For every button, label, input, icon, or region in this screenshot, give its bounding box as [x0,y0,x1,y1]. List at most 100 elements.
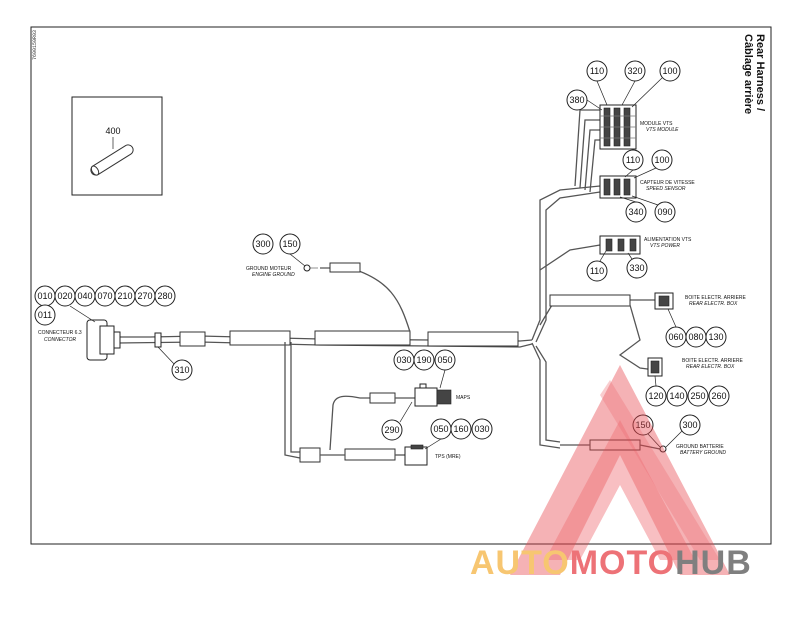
sleeve-400-icon [90,144,134,176]
svg-text:280: 280 [157,291,172,301]
module-vts-connector: MODULE VTS VTS MODULE [599,104,679,150]
svg-text:100: 100 [662,66,677,76]
connector-6-3: CONNECTEUR 6.3 CONNECTOR [38,319,121,361]
svg-text:080: 080 [688,332,703,342]
svg-text:MODULE VTS: MODULE VTS [640,121,673,127]
tps-branch-sleeve-2 [344,448,396,461]
svg-text:110: 110 [590,66,604,76]
callout-160: 160 [450,418,472,440]
connector-6-3-fr: CONNECTEUR 6.3 [38,330,82,336]
callout-210: 210 [114,285,136,307]
svg-text:BOITE ELECTR. ARRIERE: BOITE ELECTR. ARRIERE [682,358,744,364]
callouts: 010 020 040 070 210 270 280 011 310 300 … [34,60,730,450]
svg-text:340: 340 [628,207,643,217]
title-line-1: Rear Harness / [754,34,766,111]
svg-text:VTS POWER: VTS POWER [650,243,680,249]
callout-110-b: 110 [622,149,644,171]
callout-020: 020 [54,285,76,307]
svg-text:130: 130 [708,332,723,342]
trunk-sleeve-1 [179,331,206,347]
drawing-frame [30,26,772,545]
svg-text:150: 150 [282,239,297,249]
callout-400-label: 400 [105,126,120,136]
svg-text:011: 011 [38,310,52,320]
svg-text:090: 090 [657,207,672,217]
inset-frame [71,96,163,196]
svg-text:300: 300 [255,239,270,249]
callout-080: 080 [685,326,707,348]
engine-ground-ring-terminal [303,264,311,272]
svg-text:BATTERY GROUND: BATTERY GROUND [680,450,726,456]
inset-sleeve-box: 400 [71,96,163,196]
callout-340: 340 [625,201,647,223]
connector-6-3-en: CONNECTOR [44,337,77,343]
battery-ground-label: GROUND BATTERIE BATTERY GROUND [676,444,726,456]
svg-text:320: 320 [627,66,642,76]
svg-text:300: 300 [682,420,697,430]
svg-text:020: 020 [57,291,72,301]
callout-150-a: 150 [279,233,301,255]
callout-050-a: 050 [434,349,456,371]
callout-040: 040 [74,285,96,307]
watermark-text: AUTOMOTOHUB [470,544,752,582]
svg-text:330: 330 [629,263,644,273]
callout-130: 130 [705,326,727,348]
speed-sensor-connector: CAPTEUR DE VITESSE SPEED SENSOR [599,175,695,199]
main-harness [117,109,667,463]
callout-330: 330 [626,257,648,279]
svg-text:290: 290 [384,425,399,435]
svg-text:110: 110 [626,155,640,165]
svg-text:270: 270 [137,291,152,301]
svg-text:ALIMENTATION VTS: ALIMENTATION VTS [644,237,692,243]
callout-250: 250 [687,385,709,407]
engine-ground-sleeve [329,262,361,273]
callout-290: 290 [381,419,403,441]
callout-260: 260 [708,385,730,407]
callout-300-b: 300 [679,414,701,436]
maps-label: MAPS [456,395,471,401]
callout-380: 380 [566,89,588,111]
svg-text:REAR ELECTR. BOX: REAR ELECTR. BOX [689,301,738,307]
maps-sleeve [369,392,396,404]
svg-text:SPEED SENSOR: SPEED SENSOR [646,186,686,192]
callout-120: 120 [645,385,667,407]
callout-070: 070 [94,285,116,307]
svg-text:BOITE ELECTR. ARRIERE: BOITE ELECTR. ARRIERE [685,295,747,301]
callout-090: 090 [654,201,676,223]
callout-310: 310 [171,359,193,381]
svg-text:160: 160 [453,424,468,434]
svg-text:380: 380 [569,95,584,105]
callout-100-b: 100 [651,149,673,171]
callout-140: 140 [666,385,688,407]
trunk-sleeve-2 [229,330,291,346]
rear-box-sleeve [549,294,631,307]
rear-box-connector-1: BOITE ELECTR. ARRIERE REAR ELECTR. BOX [654,292,747,310]
callout-011: 011 [34,304,56,326]
callout-150-b: 150 [632,414,654,436]
svg-text:150: 150 [635,420,650,430]
callout-190: 190 [413,349,435,371]
svg-text:GROUND BATTERIE: GROUND BATTERIE [676,444,724,450]
svg-text:310: 310 [174,365,189,375]
svg-text:060: 060 [668,332,683,342]
callout-100-a: 100 [659,60,681,82]
svg-text:CAPTEUR DE VITESSE: CAPTEUR DE VITESSE [640,180,695,186]
svg-text:110: 110 [590,266,604,276]
svg-text:REAR ELECTR. BOX: REAR ELECTR. BOX [686,364,735,370]
title-block: Rear Harness / Câblage arrière [742,34,766,114]
clip-310 [154,332,176,366]
svg-text:100: 100 [654,155,669,165]
callout-300-a: 300 [252,233,274,255]
callout-050-b: 050 [430,418,452,440]
watermark-hub: HUB [675,544,752,582]
svg-text:210: 210 [117,291,132,301]
svg-text:VTS MODULE: VTS MODULE [646,127,679,133]
callout-030-b: 030 [471,418,493,440]
vts-power-connector: ALIMENTATION VTS VTS POWER [599,235,692,255]
svg-text:GROUND MOTEUR: GROUND MOTEUR [246,266,292,272]
engine-ground-label: GROUND MOTEUR ENGINE GROUND [246,266,295,278]
watermark-auto: AUTO [470,544,570,582]
svg-text:250: 250 [690,391,705,401]
svg-text:040: 040 [77,291,92,301]
